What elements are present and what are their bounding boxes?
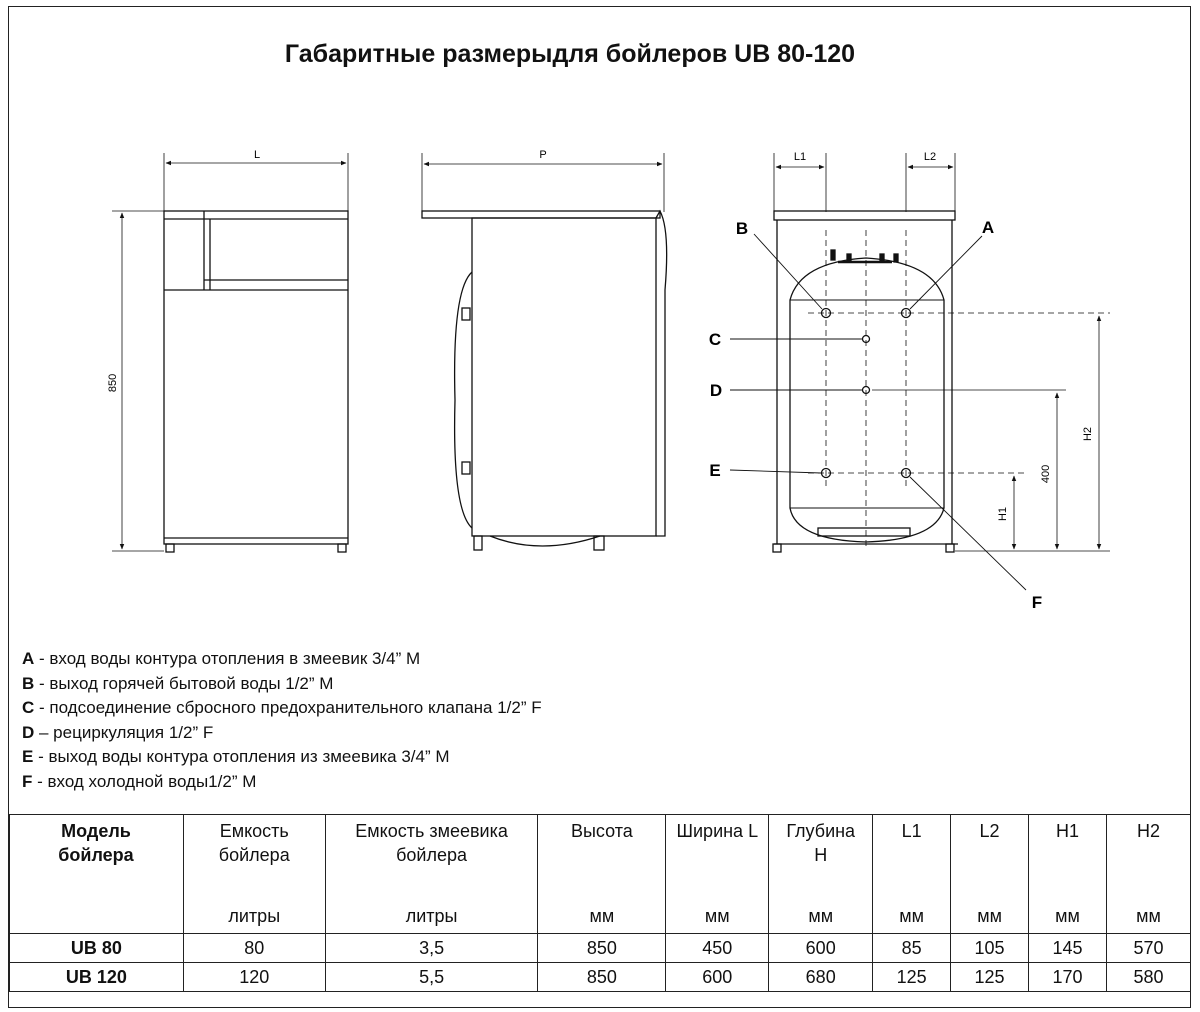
connection-label-D: D [710,381,722,400]
legend-row-b: B - выход горячей бытовой воды 1/2” М [22,673,334,693]
dim-label-H1: H1 [997,507,1009,521]
table-row: UB 120 120 5,5 850 600 680 125 125 170 5… [9,962,1192,992]
connection-label-B: B [736,219,748,238]
legend-row-e: E - выход воды контура отопления из змее… [22,747,450,766]
dim-label-H2: H2 [1082,427,1094,441]
dim-label-P: P [539,149,546,161]
header-model: Модель бойлера [9,814,184,934]
dim-label-L1: L1 [794,151,806,163]
dim-label-L2: L2 [924,151,936,163]
page-title: Габаритные размерыдля бойлеров UB 80-120 [284,40,856,68]
dim-label-400: 400 [1040,465,1052,483]
connection-label-F: F [1032,593,1042,612]
front-view [112,153,349,553]
dim-label-L: L [254,149,260,161]
legend-row-a: A - вход воды контура отопления в змееви… [22,649,421,668]
connections-legend: A - вход воды контура отопления в змееви… [22,647,542,794]
legend-row-f: F - вход холодной воды1/2” М [22,771,257,791]
internal-view [729,153,1110,591]
legend-row-d: D – рециркуляция 1/2” F [22,722,214,742]
connection-label-E: E [709,461,720,480]
table-row: UB 80 80 3,5 850 450 600 85 105 145 570 [9,933,1192,963]
dim-label-height: 850 [107,374,119,392]
legend-row-c: C - подсоединение сбросного предохраните… [22,698,542,717]
connection-label-C: C [709,330,721,349]
connection-label-A: A [982,218,994,237]
side-view [421,153,668,551]
technical-drawings: L 850 P [107,149,1110,612]
page-frame [8,6,1191,1008]
